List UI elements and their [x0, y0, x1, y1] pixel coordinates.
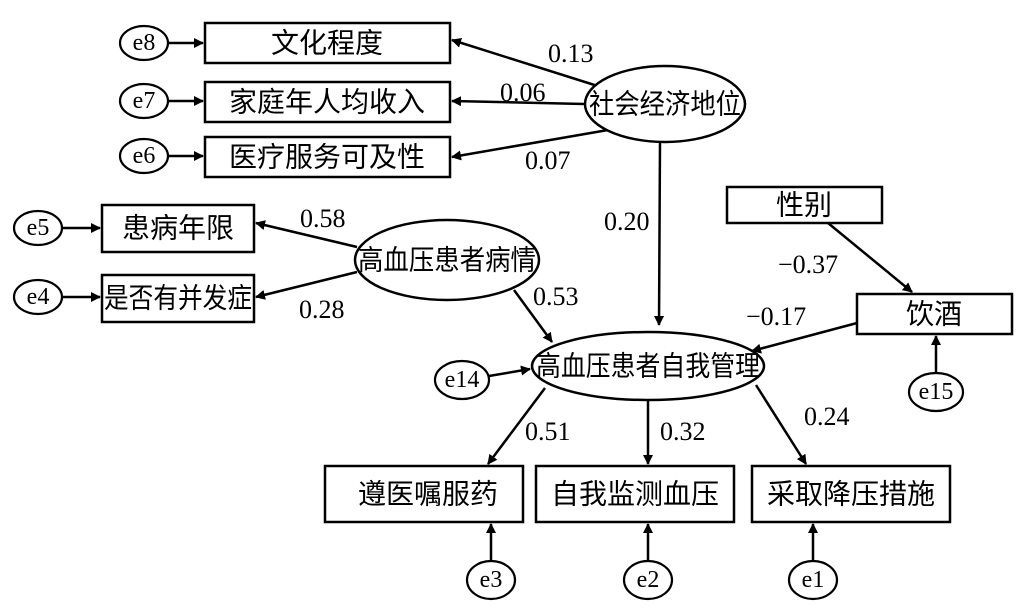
node-self-management: 高血压患者自我管理 [530, 330, 766, 402]
node-drinking: 饮酒 [855, 292, 1014, 336]
node-disease-years-label: 患病年限 [122, 212, 234, 245]
coef-severity-self-management: 0.53 [533, 282, 579, 311]
node-complications-label: 是否有并发症 [104, 282, 252, 315]
error-e14: e14 [433, 359, 491, 401]
edge-ses-income [451, 96, 585, 107]
coefficients: 0.13 0.06 0.07 0.20 0.58 0.28 0.53 −0.37… [299, 39, 850, 446]
node-gender-label: 性别 [776, 189, 832, 222]
node-income: 家庭年人均收入 [203, 80, 452, 124]
edge-e14-self-management [488, 365, 531, 378]
edge-drinking-self-management [751, 321, 858, 354]
node-severity: 高血压患者病情 [353, 218, 541, 302]
node-ses: 社会经济地位 [583, 64, 747, 144]
edge-gender-drinking [827, 222, 913, 293]
error-e8: e8 [118, 24, 170, 62]
error-e6-label: e6 [133, 143, 156, 169]
node-drinking-label: 饮酒 [906, 298, 962, 331]
node-bp-lowering: 采取降压措施 [750, 464, 952, 524]
edge-self-management-medication [487, 387, 546, 465]
error-e15: e15 [907, 371, 965, 413]
coef-severity-disease-years: 0.58 [300, 204, 346, 233]
coef-self-management-bp-monitoring: 0.32 [660, 417, 706, 446]
node-bp-lowering-label: 采取降压措施 [767, 478, 935, 511]
node-complications: 是否有并发症 [100, 273, 256, 324]
node-severity-label: 高血压患者病情 [358, 244, 536, 277]
node-medical-access: 医疗服务可及性 [203, 135, 452, 179]
error-e2-label: e2 [637, 567, 660, 593]
error-e5: e5 [12, 209, 64, 247]
error-e2: e2 [622, 559, 674, 601]
coef-ses-medical-access: 0.07 [525, 146, 571, 175]
edge-ses-education [451, 37, 605, 90]
error-e1: e1 [787, 559, 839, 601]
coef-ses-income: 0.06 [500, 78, 546, 107]
edge-severity-complications [255, 270, 358, 300]
node-medical-access-label: 医疗服务可及性 [229, 141, 425, 174]
node-ses-label: 社会经济地位 [589, 88, 741, 121]
coef-drinking-self-management: −0.17 [746, 302, 806, 331]
edge-severity-self-management [512, 289, 554, 343]
node-medication: 遵医嘱服药 [323, 464, 525, 524]
error-e7-label: e7 [133, 88, 156, 114]
edges [63, 37, 941, 561]
coef-self-management-bp-lowering: 0.24 [804, 402, 850, 431]
node-income-label: 家庭年人均收入 [229, 86, 425, 119]
error-e7: e7 [118, 82, 170, 120]
node-education: 文化程度 [203, 21, 452, 65]
coef-ses-education: 0.13 [548, 39, 594, 68]
edge-severity-disease-years [255, 220, 358, 249]
node-bp-monitoring-label: 自我监测血压 [551, 478, 719, 511]
error-e1-label: e1 [802, 567, 825, 593]
error-e15-label: e15 [919, 379, 954, 405]
edge-ses-medical-access [451, 128, 609, 161]
edge-ses-self-management [654, 141, 665, 326]
error-e5-label: e5 [27, 215, 50, 241]
edge-self-management-bp-lowering [754, 384, 808, 465]
error-e4: e4 [12, 278, 64, 316]
node-bp-monitoring: 自我监测血压 [534, 464, 736, 524]
error-e8-label: e8 [133, 30, 156, 56]
error-e3: e3 [465, 559, 517, 601]
error-e4-label: e4 [27, 284, 50, 310]
coef-self-management-medication: 0.51 [525, 417, 571, 446]
error-e3-label: e3 [480, 567, 503, 593]
node-gender: 性别 [725, 185, 884, 225]
node-self-management-label: 高血压患者自我管理 [536, 350, 760, 383]
coef-severity-complications: 0.28 [299, 295, 345, 324]
node-education-label: 文化程度 [271, 27, 383, 60]
node-disease-years: 患病年限 [100, 203, 256, 254]
coef-gender-drinking: −0.37 [778, 250, 838, 279]
error-e14-label: e14 [445, 367, 480, 393]
error-e6: e6 [118, 137, 170, 175]
coef-ses-self-management: 0.20 [604, 207, 650, 236]
node-medication-label: 遵医嘱服药 [358, 478, 498, 511]
